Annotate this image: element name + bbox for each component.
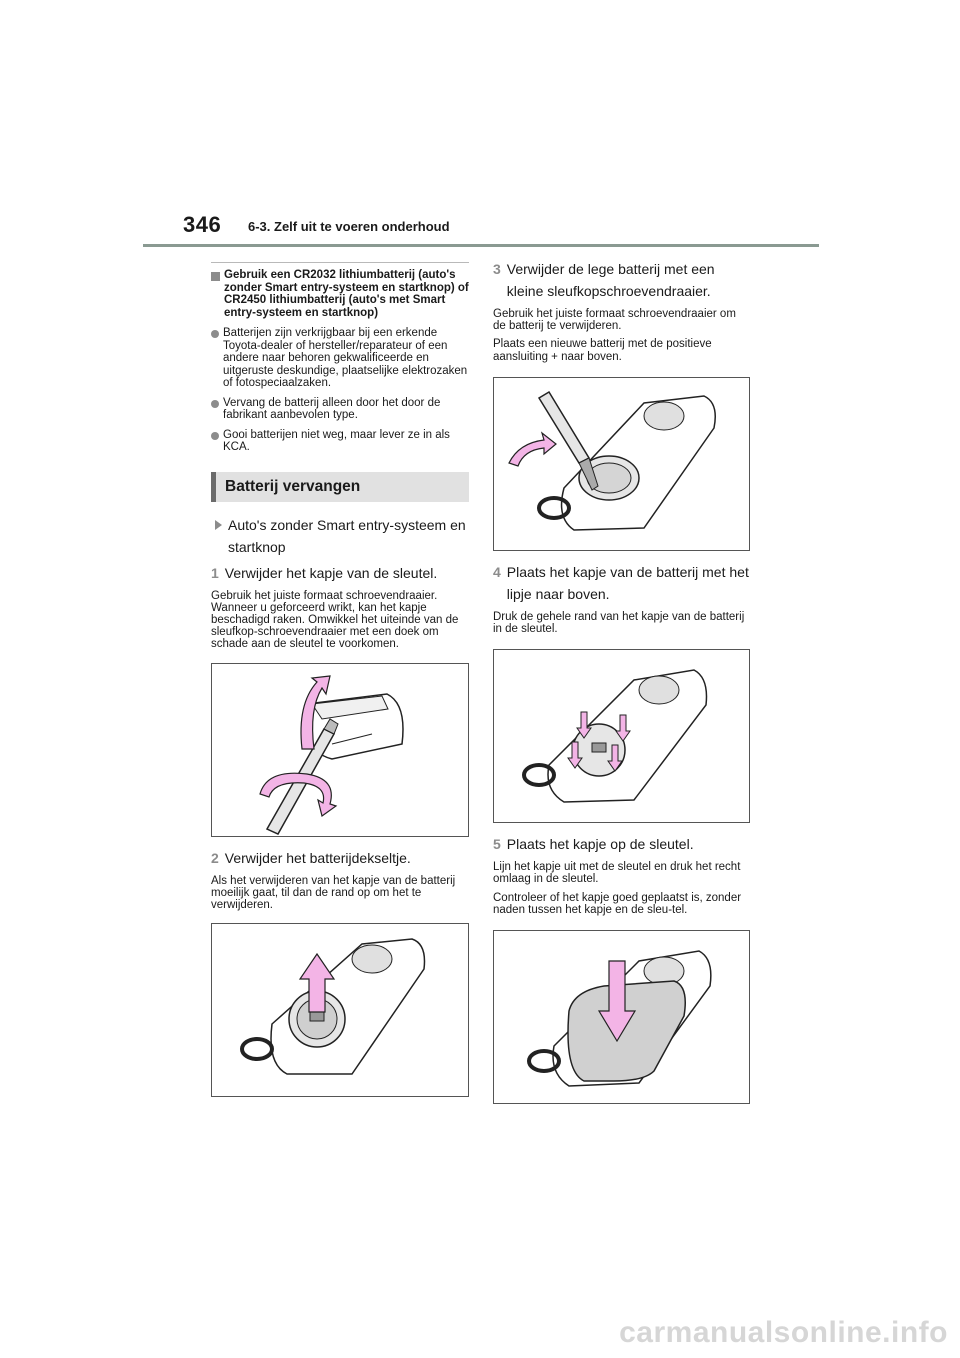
figure-remove-battery-cover — [211, 923, 469, 1098]
dot-bullet-icon — [211, 399, 219, 408]
page-number: 346 — [183, 212, 222, 237]
down-arrow-icon — [607, 744, 623, 773]
step-1: 1 Verwijder het kapje van de sleutel. — [211, 562, 469, 584]
step-5: 5 Plaats het kapje op de sleutel. — [493, 833, 750, 855]
battery-cover-install-illustration — [522, 669, 708, 803]
step-title: Verwijder het batterijdekseltje. — [224, 849, 411, 866]
list-item: Batterijen zijn verkrijgbaar bij een erk… — [211, 327, 469, 390]
rotate-arrow-icon — [508, 431, 557, 467]
step-title: Verwijder het kapje van de sleutel. — [224, 564, 438, 581]
right-column: 3 Verwijder de lege batterij met een kle… — [493, 258, 750, 1105]
figure-install-battery-cover — [493, 649, 750, 824]
step-title: Verwijder de lege batterij met een klein… — [506, 261, 715, 299]
figure-remove-battery — [493, 376, 750, 551]
bullet-text: Gooi batterijen niet weg, maar lever ze … — [223, 428, 450, 454]
step-number: 4 — [493, 563, 501, 580]
dot-bullet-icon — [211, 330, 219, 338]
battery-removal-illustration — [508, 390, 716, 531]
list-item: Vervang de batterij alleen door het door… — [211, 397, 469, 422]
step-description: Druk de gehele rand van het kapje van de… — [493, 610, 745, 636]
dot-bullet-icon — [211, 431, 219, 440]
step-number: 1 — [211, 564, 219, 581]
key-pry-illustration — [259, 674, 404, 835]
down-arrow-icon — [576, 711, 592, 740]
step-description: Als het verwijderen van het kapje van de… — [211, 874, 456, 911]
lift-arrow-icon — [300, 674, 331, 750]
bullet-text: Batterijen zijn verkrijgbaar bij een erk… — [223, 327, 468, 389]
step-4: 4 Plaats het kapje van de batterij met h… — [493, 561, 750, 605]
step-description: Gebruik het juiste formaat schroevendraa… — [493, 308, 736, 333]
step-number: 3 — [493, 261, 501, 277]
step-2: 2 Verwijder het batterijdekseltje. — [211, 847, 469, 869]
section-heading: Batterij vervangen — [211, 471, 469, 502]
step-number: 2 — [211, 849, 219, 866]
note-heading-text: Gebruik een CR2032 lithiumbatterij (auto… — [224, 269, 469, 319]
note-heading: Gebruik een CR2032 lithiumbatterij (auto… — [211, 262, 469, 319]
up-arrow-icon — [298, 953, 336, 1013]
step-description: Plaats een nieuwe batterij met de positi… — [493, 338, 712, 363]
down-arrow-icon — [597, 960, 637, 1043]
figure-remove-cover — [211, 662, 469, 837]
list-item: Gooi batterijen niet weg, maar lever ze … — [211, 429, 469, 454]
step-description: Gebruik het juiste formaat schroevendraa… — [211, 589, 459, 651]
left-column: Gebruik een CR2032 lithiumbatterij (auto… — [211, 258, 469, 1098]
section-heading-text: Batterij vervangen — [225, 477, 361, 495]
rotate-arrow-icon — [259, 772, 338, 817]
step-title: Plaats het kapje van de batterij met het… — [506, 563, 749, 602]
step-title: Plaats het kapje op de sleutel. — [506, 836, 694, 853]
square-bullet-icon — [211, 272, 220, 281]
step-description: Controleer of het kapje goed geplaatst i… — [493, 891, 742, 916]
sub-heading: Auto's zonder Smart entry-systeem en sta… — [211, 514, 469, 558]
header-rule — [143, 244, 819, 247]
step-3: 3 Verwijder de lege batterij met een kle… — [493, 258, 750, 302]
bullet-text: Vervang de batterij alleen door het door… — [223, 396, 441, 422]
section-title: 6-3. Zelf uit te voeren onderhoud — [248, 219, 450, 234]
watermark: carmanualsonline.info — [619, 1316, 948, 1349]
figure-install-cover — [493, 930, 750, 1105]
battery-cover-illustration — [240, 938, 426, 1075]
cover-install-illustration — [527, 950, 712, 1087]
down-arrow-icon — [567, 741, 583, 770]
bullet-list: Batterijen zijn verkrijgbaar bij een erk… — [211, 327, 469, 454]
triangle-bullet-icon — [215, 519, 222, 530]
down-arrow-icon — [615, 714, 631, 743]
sub-heading-text: Auto's zonder Smart entry-systeem en sta… — [228, 516, 466, 555]
step-description: Lijn het kapje uit met de sleutel en dru… — [493, 861, 741, 886]
step-number: 5 — [493, 836, 501, 853]
